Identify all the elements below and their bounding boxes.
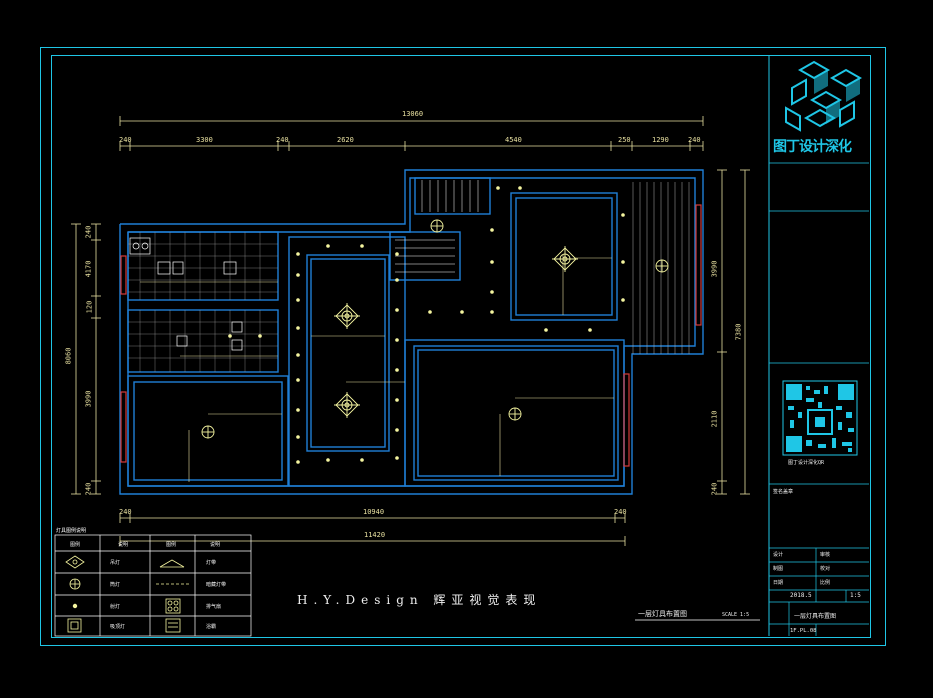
- drawing-scale: SCALE 1:5: [722, 612, 750, 618]
- legend-header: 图例: [166, 542, 177, 548]
- dim-left-seg: 120: [85, 300, 94, 314]
- dim-right-seg: 240: [710, 482, 719, 496]
- dim-top-seg: 240: [688, 136, 701, 144]
- legend-label: 暗藏灯带: [206, 582, 227, 588]
- dim-top-seg: 2620: [337, 136, 354, 144]
- legend-label: 吸顶灯: [110, 624, 126, 630]
- company-name: 图丁设计深化: [773, 139, 852, 155]
- dim-top-seg: 1290: [652, 136, 669, 144]
- dim-top-seg: 4540: [505, 136, 522, 144]
- dim-top-seg: 3300: [196, 136, 213, 144]
- dim-left-total: 8060: [64, 347, 73, 365]
- legend-header: 图例: [70, 542, 81, 548]
- tb-row-label: 日期: [773, 580, 784, 586]
- dim-left-seg: 3990: [84, 390, 93, 408]
- inner-frame: [51, 55, 871, 638]
- dim-right-seg: 3990: [710, 260, 719, 278]
- legend-label: 灯带: [206, 560, 217, 566]
- tb-row-label: 比例: [820, 580, 831, 586]
- legend-header: 说明: [210, 542, 221, 548]
- tb-date: 2018.5: [790, 592, 812, 599]
- legend-label: 吊灯: [110, 560, 121, 566]
- tb-sheet-label: 一层灯具布置图: [794, 613, 837, 620]
- dim-bottom-seg: 240: [614, 508, 627, 516]
- tb-row-label: 设计: [773, 552, 784, 558]
- tb-row-label: 制图: [773, 566, 784, 572]
- dim-top-seg: 240: [276, 136, 289, 144]
- legend-label: 射灯: [110, 604, 121, 610]
- outer-frame: [40, 47, 886, 646]
- dim-bottom-seg: 240: [119, 508, 132, 516]
- legend-label: 筒灯: [110, 582, 121, 588]
- dim-left-seg: 240: [84, 225, 93, 239]
- dim-bottom-seg: 10940: [363, 508, 385, 516]
- sign-label: 签名盖章: [773, 489, 794, 495]
- dim-top-total: 13060: [402, 110, 424, 118]
- dim-right-seg: 2110: [710, 410, 719, 428]
- legend-title: 灯具图例说明: [56, 528, 87, 534]
- tb-row-label: 校对: [820, 566, 831, 572]
- qr-caption: 图丁设计深化QR: [788, 460, 825, 466]
- legend-label: 排气扇: [206, 604, 222, 610]
- tb-row-label: 审核: [820, 552, 831, 558]
- tb-scale: 1:5: [850, 592, 861, 599]
- dim-top-seg: 250: [618, 136, 631, 144]
- dim-top-seg: 240: [119, 136, 132, 144]
- dim-bottom-total: 11420: [364, 531, 386, 539]
- legend-label: 浴霸: [206, 624, 217, 630]
- tb-sheet-no: 1F.PL.08: [790, 628, 817, 634]
- brand-line: H.Y.Design 辉亚视觉表现: [297, 593, 542, 607]
- dim-left-seg: 4170: [84, 260, 93, 278]
- legend-header: 说明: [118, 542, 129, 548]
- dim-left-seg: 240: [84, 482, 93, 496]
- drawing-title: 一层灯具布置图: [638, 610, 687, 618]
- dim-right-total: 7380: [734, 323, 743, 341]
